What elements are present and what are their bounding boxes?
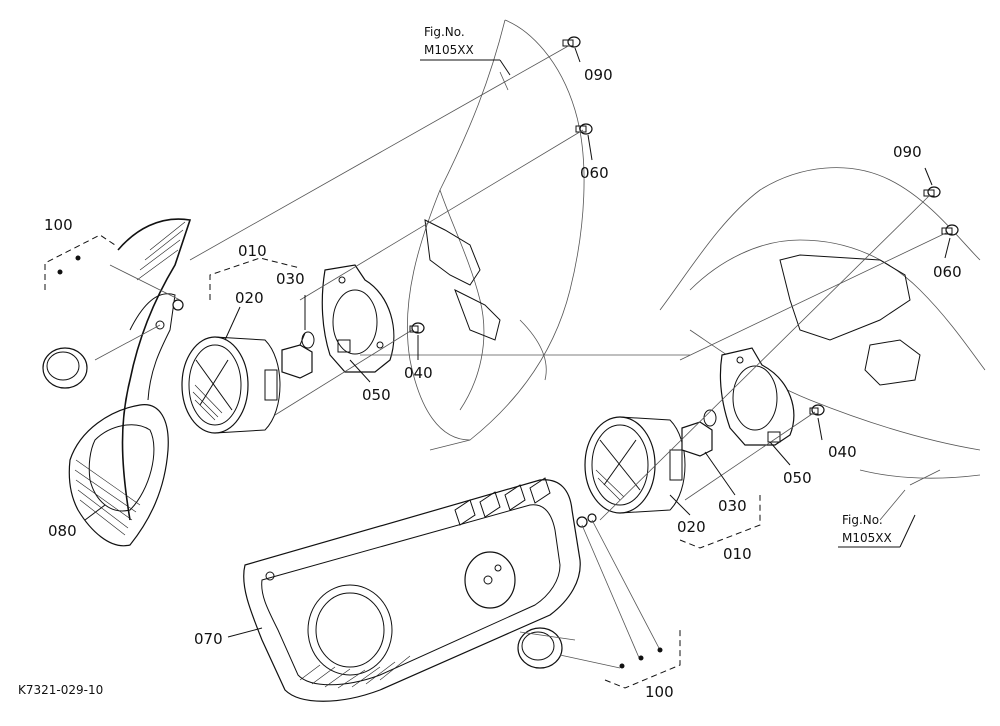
fig-ref-top-line2: M105XX <box>424 43 474 57</box>
callout-020-right: 020 <box>677 518 706 536</box>
callout-080: 080 <box>48 522 77 540</box>
callout-030-left: 030 <box>276 270 305 288</box>
drawing-reference: K7321-029-10 <box>18 683 103 697</box>
leader-lines <box>94 44 949 669</box>
callout-060-right: 060 <box>933 263 962 281</box>
callout-020-left: 020 <box>235 289 264 307</box>
callout-060-top: 060 <box>580 164 609 182</box>
bolt-040-right <box>809 404 825 416</box>
headlight-cover-080 <box>68 218 192 547</box>
callout-050-left: 050 <box>362 386 391 404</box>
nut-pair-right <box>576 513 597 528</box>
fig-ref-right-line1: Fig.No. <box>842 513 883 527</box>
cap-100-right <box>517 627 563 669</box>
callout-090-top: 090 <box>584 66 613 84</box>
fig-ref-top-line1: Fig.No. <box>424 25 465 39</box>
callout-050-right: 050 <box>783 469 812 487</box>
callout-100-left: 100 <box>44 216 73 234</box>
callout-030-right: 030 <box>718 497 747 515</box>
bolt-060-top <box>575 123 593 135</box>
callout-090-right: 090 <box>893 143 922 161</box>
callout-040-right: 040 <box>828 443 857 461</box>
lamp-assembly-left <box>181 331 315 434</box>
callout-010-right: 010 <box>723 545 752 563</box>
bracket-050-left <box>321 264 395 373</box>
part-dots <box>57 255 663 669</box>
lamp-assembly-right <box>584 409 717 514</box>
front-grille-070 <box>243 477 581 702</box>
callout-leaders <box>84 47 951 638</box>
fender-outline-right <box>659 167 986 479</box>
bolt-090-right <box>923 186 941 198</box>
callout-070: 070 <box>194 630 223 648</box>
nut-small-left <box>172 299 184 311</box>
group-brackets <box>44 234 761 689</box>
bolt-090-top <box>562 36 581 48</box>
fig-ref-right-line2: M105XX <box>842 531 892 545</box>
bolt-060-right <box>941 224 959 236</box>
bracket-050-right <box>719 347 795 446</box>
callout-100-bottom: 100 <box>645 683 674 701</box>
callout-040-left: 040 <box>404 364 433 382</box>
fig-ref-lines <box>420 59 916 548</box>
callout-010-left: 010 <box>238 242 267 260</box>
cap-100-left <box>42 347 88 389</box>
bolt-040-left <box>409 322 425 334</box>
fender-outline-left <box>407 19 585 451</box>
